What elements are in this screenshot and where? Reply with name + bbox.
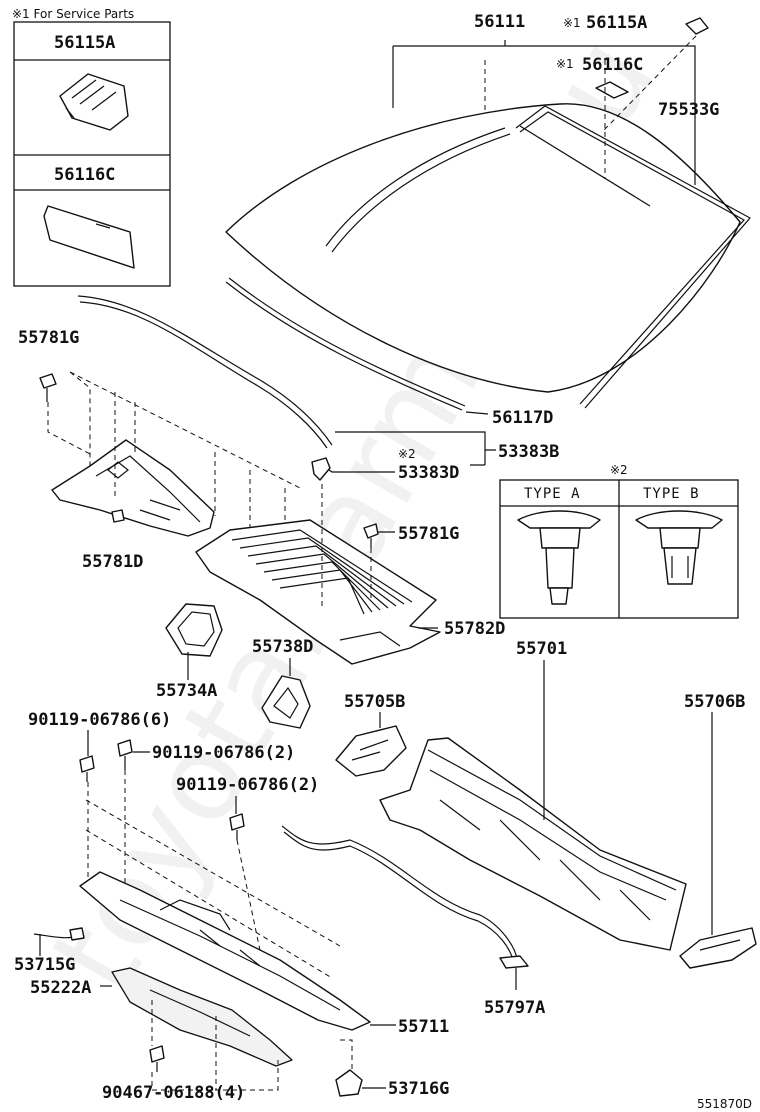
service-note: ※1 For Service Parts	[12, 7, 134, 21]
wire-53715G	[33, 927, 85, 941]
label-55781D: 55781D	[82, 552, 143, 572]
service-item-56116C-label: 56116C	[54, 165, 115, 185]
label-53383B: 53383B	[498, 442, 559, 462]
windshield-glass	[225, 103, 741, 393]
label-56117D: 56117D	[492, 408, 553, 428]
service-parts-box: ※1 For Service Parts 56115A 56116C	[12, 7, 171, 287]
bolt-90119-2a	[117, 739, 133, 770]
cowl-panel-55701	[379, 737, 687, 951]
label-90467: 90467-06188(4)	[102, 1083, 245, 1103]
label-55781G-mid: 55781G	[398, 524, 459, 544]
label-55701: 55701	[516, 639, 567, 659]
clip-56115A-part	[685, 17, 709, 35]
bolt-90467	[149, 1045, 165, 1072]
service-item-56115A-label: 56115A	[54, 33, 115, 53]
type-a-label: TYPE A	[524, 486, 581, 502]
bracket-55705B	[335, 725, 407, 777]
label-55222A: 55222A	[30, 978, 91, 998]
clip-53383D-part	[311, 457, 331, 481]
label-55797A: 55797A	[484, 998, 545, 1018]
note-2: ※2	[398, 447, 416, 461]
label-55705B: 55705B	[344, 692, 405, 712]
bolt-90119-6	[79, 755, 95, 782]
label-53716G: 53716G	[388, 1079, 449, 1099]
label-90119-6: 90119-06786(6)	[28, 710, 171, 730]
label-55711: 55711	[398, 1017, 449, 1037]
molding-56117D	[225, 281, 463, 411]
cowl-lower-55711	[79, 871, 371, 1031]
molding-56116C-drawing	[43, 205, 135, 269]
label-55706B: 55706B	[684, 692, 745, 712]
label-55738D: 55738D	[252, 637, 313, 657]
clip-56115A-drawing	[59, 73, 129, 131]
clip-type-box: ※2 TYPE A TYPE B	[499, 463, 739, 619]
bracket-55706B	[679, 927, 757, 969]
bolt-90119-2b	[229, 813, 245, 840]
label-55781G-top: 55781G	[18, 328, 79, 348]
bracket-55738D	[261, 675, 311, 729]
cowl-side-left-part	[51, 439, 215, 537]
label-55782D: 55782D	[444, 619, 505, 639]
label-75533G: 75533G	[658, 100, 719, 120]
type-a-clip-drawing	[517, 510, 601, 605]
molding-75533G	[515, 105, 751, 409]
cowl-louver-55782D	[195, 519, 441, 665]
note-1b: ※1	[556, 57, 574, 71]
label-56116C: 56116C	[582, 55, 643, 75]
type-b-label: TYPE B	[643, 486, 700, 502]
seal-55797A	[281, 825, 519, 963]
bracket-53716G	[335, 1069, 363, 1097]
piece-56116C-part	[595, 81, 629, 99]
diagram-id: 551870D	[697, 1097, 752, 1111]
label-90119-2b: 90119-06786(2)	[176, 775, 319, 795]
bolt-55781G-left	[39, 373, 57, 402]
bolt-55781G-mid	[363, 523, 379, 539]
note-1a: ※1	[563, 16, 581, 30]
seal-53383B	[77, 295, 333, 446]
label-56111: 56111	[474, 12, 525, 32]
label-53715G: 53715G	[14, 955, 75, 975]
insulator-55222A	[111, 967, 293, 1067]
label-53383D: 53383D	[398, 463, 459, 483]
label-55734A: 55734A	[156, 681, 217, 701]
bracket-55734A	[165, 603, 223, 657]
type-b-clip-drawing	[635, 510, 723, 585]
label-90119-2a: 90119-06786(2)	[152, 743, 295, 763]
label-56115A: 56115A	[586, 13, 647, 33]
type-box-note: ※2	[610, 463, 628, 477]
